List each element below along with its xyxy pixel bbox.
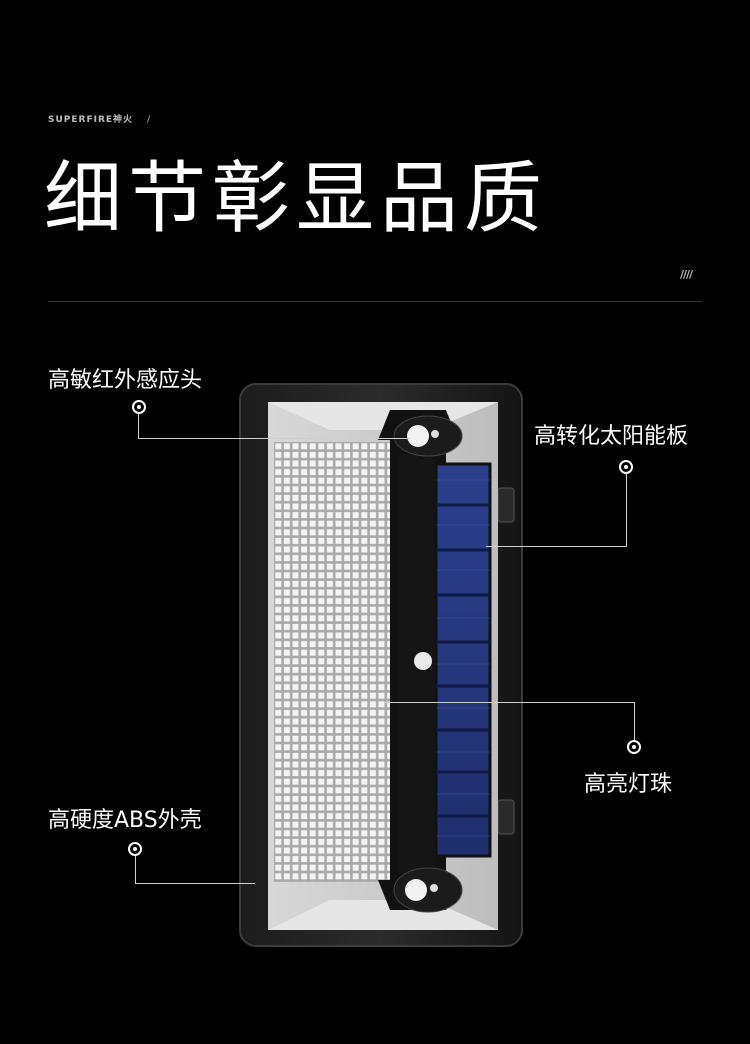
decorative-slashes: //// xyxy=(680,268,693,281)
callout-led-label: 高亮灯珠 xyxy=(584,772,673,797)
callout-solar-label: 高转化太阳能板 xyxy=(534,424,689,449)
brand-text: SUPERFIRE神火 / xyxy=(48,112,151,125)
callout-solar-dot xyxy=(619,460,633,474)
callout-sensor-label: 高敏红外感应头 xyxy=(48,368,203,393)
callout-shell-line-h xyxy=(135,883,255,884)
brand-name: SUPERFIRE神火 xyxy=(48,115,134,125)
callout-shell-line-v xyxy=(135,856,136,883)
callout-sensor-line-v xyxy=(138,414,139,438)
callout-led-line-h xyxy=(385,702,635,703)
page-title: 细节彰显品质 xyxy=(44,154,549,244)
callout-solar-line-h xyxy=(486,546,627,547)
callout-sensor-dot xyxy=(132,400,146,414)
header-divider xyxy=(48,301,702,302)
callout-sensor-line-h xyxy=(138,438,410,439)
brand-separator: / xyxy=(147,115,152,125)
callout-led-dot xyxy=(627,740,641,754)
callout-shell-dot xyxy=(128,842,142,856)
callout-shell-label: 高硬度ABS外壳 xyxy=(48,808,202,833)
solar-wall-light-image xyxy=(239,383,523,947)
callout-led-line-v xyxy=(634,702,635,740)
callout-solar-line-v xyxy=(626,474,627,546)
